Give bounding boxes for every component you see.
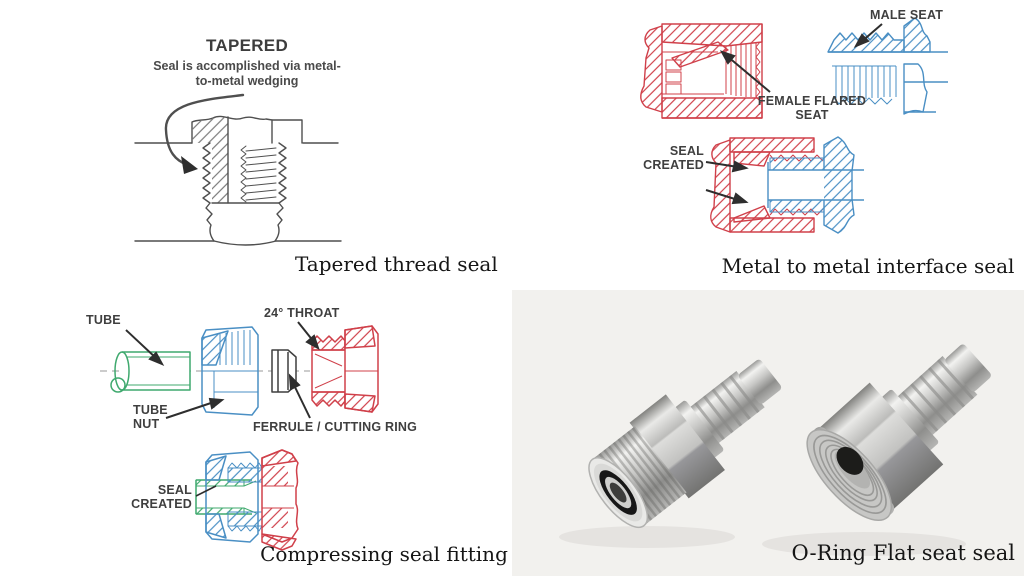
female-seat-arrow-icon — [719, 50, 736, 65]
seal-arrow-top-icon — [731, 160, 749, 173]
tube-nut-arrow-icon — [208, 397, 225, 410]
right-fitting-shadow — [762, 532, 966, 556]
oring-fittings-photo — [559, 344, 991, 556]
shank-tip — [738, 359, 782, 404]
hex-nut — [819, 382, 944, 510]
curved-arrow — [164, 93, 245, 167]
metal-caption: Metal to metal interface seal — [721, 254, 1015, 278]
assembly-drawing — [710, 137, 824, 233]
collar — [882, 389, 939, 451]
ferrule-arrow-icon — [288, 373, 301, 391]
male-seat-label: MALE SEAT — [870, 8, 944, 22]
collar — [675, 400, 724, 458]
throat-arrow-icon — [305, 334, 320, 351]
throat-fitting-drawing — [311, 325, 379, 413]
shank-right — [274, 202, 284, 242]
seal-created-label-metal: SEAL CREATED — [640, 144, 704, 172]
stud-hatch — [212, 143, 228, 203]
panel-tapered-thread-seal: TAPERED Seal is accomplished via metal-t… — [0, 0, 512, 290]
seal-created-line2: CREATED — [131, 497, 192, 511]
tapered-thread-diagram — [134, 93, 342, 246]
shank-bottom — [213, 240, 277, 246]
assembled-tube — [195, 479, 257, 515]
tapered-subtitle: Seal is accomplished via metal-to-metal … — [147, 59, 347, 89]
tube-arrow-icon — [148, 351, 165, 367]
bore-hole — [609, 482, 627, 503]
female-flared-line2: SEAT — [795, 108, 829, 122]
assembled-nut — [205, 451, 263, 543]
compression-fitting-diagram — [100, 321, 379, 551]
female-flared-seat-label: FEMALE FLARED SEAT — [757, 94, 867, 122]
panel-oring-flat-seat: O-Ring Flat seat seal — [512, 290, 1024, 576]
curved-arrow-head-icon — [181, 156, 198, 174]
female-flared-line1: FEMALE FLARED — [757, 94, 867, 108]
shank-left — [205, 202, 215, 242]
male-oring-fitting — [588, 359, 782, 528]
tube-nut-line2: NUT — [133, 417, 160, 431]
seal-created-line1: SEAL — [157, 483, 192, 497]
annotation-arrows — [125, 321, 320, 497]
seal-created-line2: CREATED — [643, 158, 704, 172]
tube-nut-drawing — [201, 326, 259, 416]
seal-arrow-bottom-icon — [731, 192, 749, 205]
seal-created-label-compression: SEAL CREATED — [128, 483, 192, 511]
tube-nut-line1: TUBE — [133, 403, 168, 417]
thread-left — [202, 142, 211, 204]
shank-barbs — [694, 374, 760, 441]
left-fitting-shadow — [559, 526, 735, 548]
panel-metal-to-metal-seal: MALE SEAT FEMALE FLARED SEAT SEAL CREATE… — [512, 0, 1024, 290]
metal-to-metal-diagram — [640, 17, 948, 234]
bore-hole — [836, 446, 864, 475]
shank-barbs — [901, 358, 975, 432]
tube-nut-label: TUBE NUT — [133, 403, 168, 431]
tapered-subtitle-line1: Seal is accomplished via — [153, 59, 301, 73]
tapered-subtitle-line2: metal-to-metal wedging — [195, 59, 341, 88]
internal-threads — [240, 145, 277, 203]
male-seat-arrow-icon — [853, 33, 870, 49]
panel-compression-fitting: TUBE TUBE NUT 24° THROAT FERRULE / CUTTI… — [0, 290, 512, 576]
ferrule-label: FERRULE / CUTTING RING — [252, 420, 418, 434]
thread-right — [278, 142, 287, 204]
thread-texture — [590, 426, 687, 527]
hex-nut — [629, 394, 725, 499]
flange-hatch — [192, 117, 228, 143]
seal-created-line1: SEAL — [669, 144, 704, 158]
assembled-body — [261, 449, 299, 551]
tapered-caption: Tapered thread seal — [295, 252, 498, 276]
throat-label: 24° THROAT — [264, 306, 340, 320]
female-swivel-fitting — [806, 344, 991, 522]
tapered-title: TAPERED — [205, 36, 289, 55]
compression-caption: Compressing seal fitting — [260, 542, 508, 566]
annotation-arrows — [705, 23, 883, 205]
oring-caption: O-Ring Flat seat seal — [791, 541, 1015, 565]
female-fitting-drawing — [640, 23, 763, 119]
shank-tip — [945, 344, 991, 392]
flange-box — [271, 119, 303, 144]
assembly-male-body — [767, 136, 864, 234]
tube-label: TUBE — [86, 313, 121, 327]
